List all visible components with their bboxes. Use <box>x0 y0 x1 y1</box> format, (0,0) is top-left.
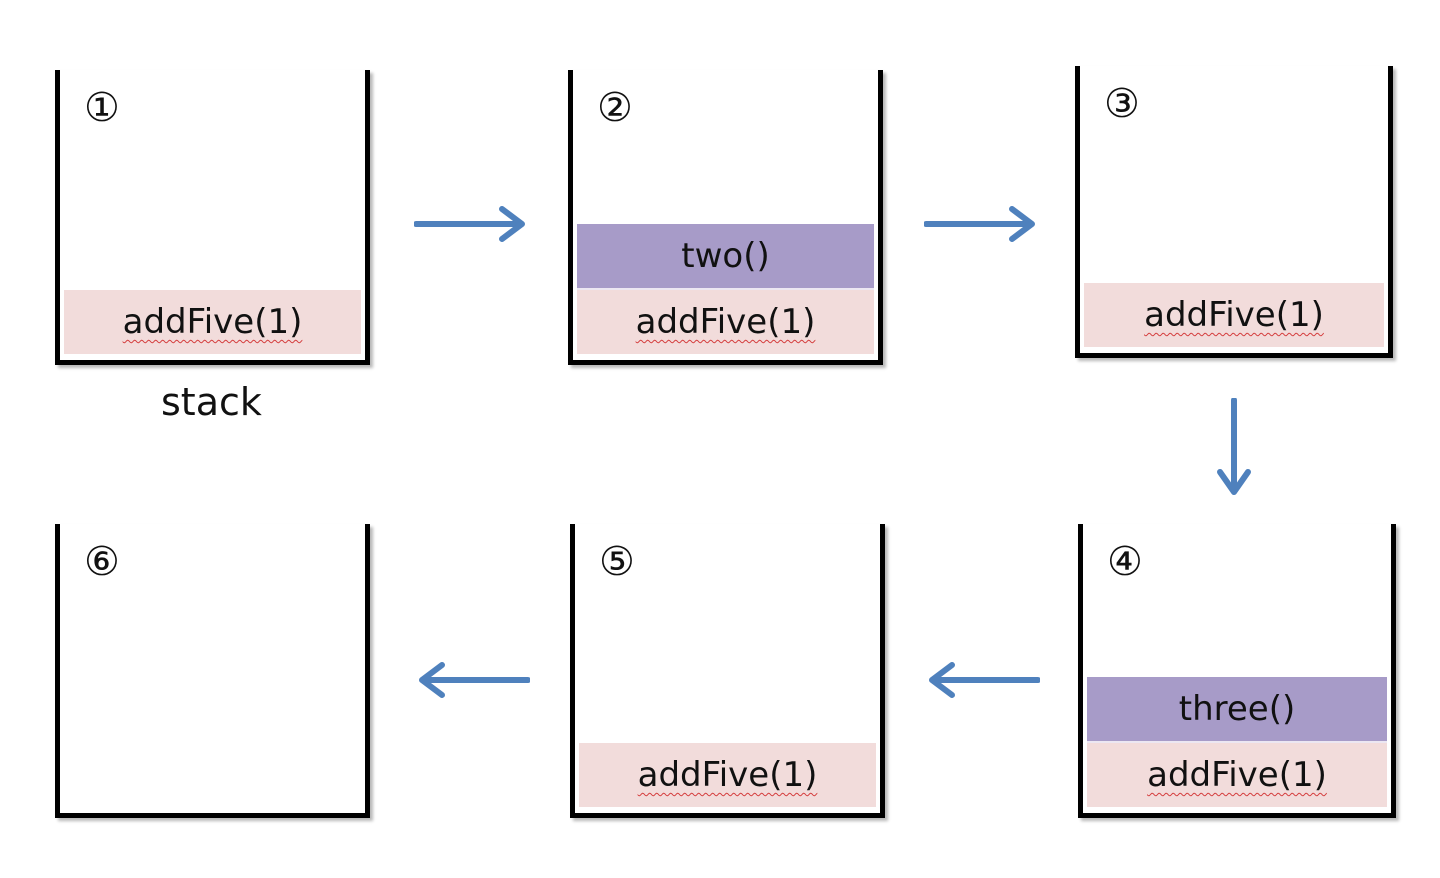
stack-container-3: ③ addFive(1) <box>1075 66 1393 358</box>
frame-label: addFive(1) <box>1144 295 1324 335</box>
stack-container-4: ④ three() addFive(1) <box>1078 524 1396 818</box>
stack-caption: stack <box>161 380 262 424</box>
arrow-left-icon <box>929 662 1040 698</box>
stack-frames-5: addFive(1) <box>579 743 876 807</box>
stack-frames-4: three() addFive(1) <box>1087 677 1387 807</box>
stack-frame-addfive: addFive(1) <box>577 290 874 354</box>
stack-frame-three: three() <box>1087 677 1387 743</box>
frame-label: addFive(1) <box>1147 755 1327 795</box>
step-number-3: ③ <box>1104 81 1140 127</box>
stack-frame-addfive: addFive(1) <box>579 743 876 807</box>
frame-label: addFive(1) <box>122 302 303 342</box>
stack-frame-two: two() <box>577 224 874 290</box>
stack-container-2: ② two() addFive(1) <box>568 70 883 365</box>
stack-container-6: ⑥ <box>55 524 370 818</box>
frame-label: addFive(1) <box>635 302 816 342</box>
stack-frames-2: two() addFive(1) <box>577 224 874 354</box>
step-number-5: ⑤ <box>599 539 635 585</box>
step-number-1: ① <box>84 85 120 131</box>
arrow-down-icon <box>1217 398 1251 495</box>
step-number-2: ② <box>597 85 633 131</box>
frame-label: addFive(1) <box>637 755 818 795</box>
frame-label: three() <box>1178 689 1296 729</box>
stack-frames-1: addFive(1) <box>64 290 361 354</box>
stack-container-1: ① addFive(1) <box>55 70 370 365</box>
arrow-right-icon <box>414 206 525 242</box>
step-number-6: ⑥ <box>84 539 120 585</box>
stack-frame-addfive: addFive(1) <box>1084 283 1384 347</box>
step-number-4: ④ <box>1107 539 1143 585</box>
arrow-left-icon <box>419 662 530 698</box>
stack-frame-addfive: addFive(1) <box>1087 743 1387 807</box>
stack-frames-3: addFive(1) <box>1084 283 1384 347</box>
arrow-right-icon <box>924 206 1035 242</box>
stack-container-5: ⑤ addFive(1) <box>570 524 885 818</box>
frame-label: two() <box>681 236 770 276</box>
stack-frame-addfive: addFive(1) <box>64 290 361 354</box>
